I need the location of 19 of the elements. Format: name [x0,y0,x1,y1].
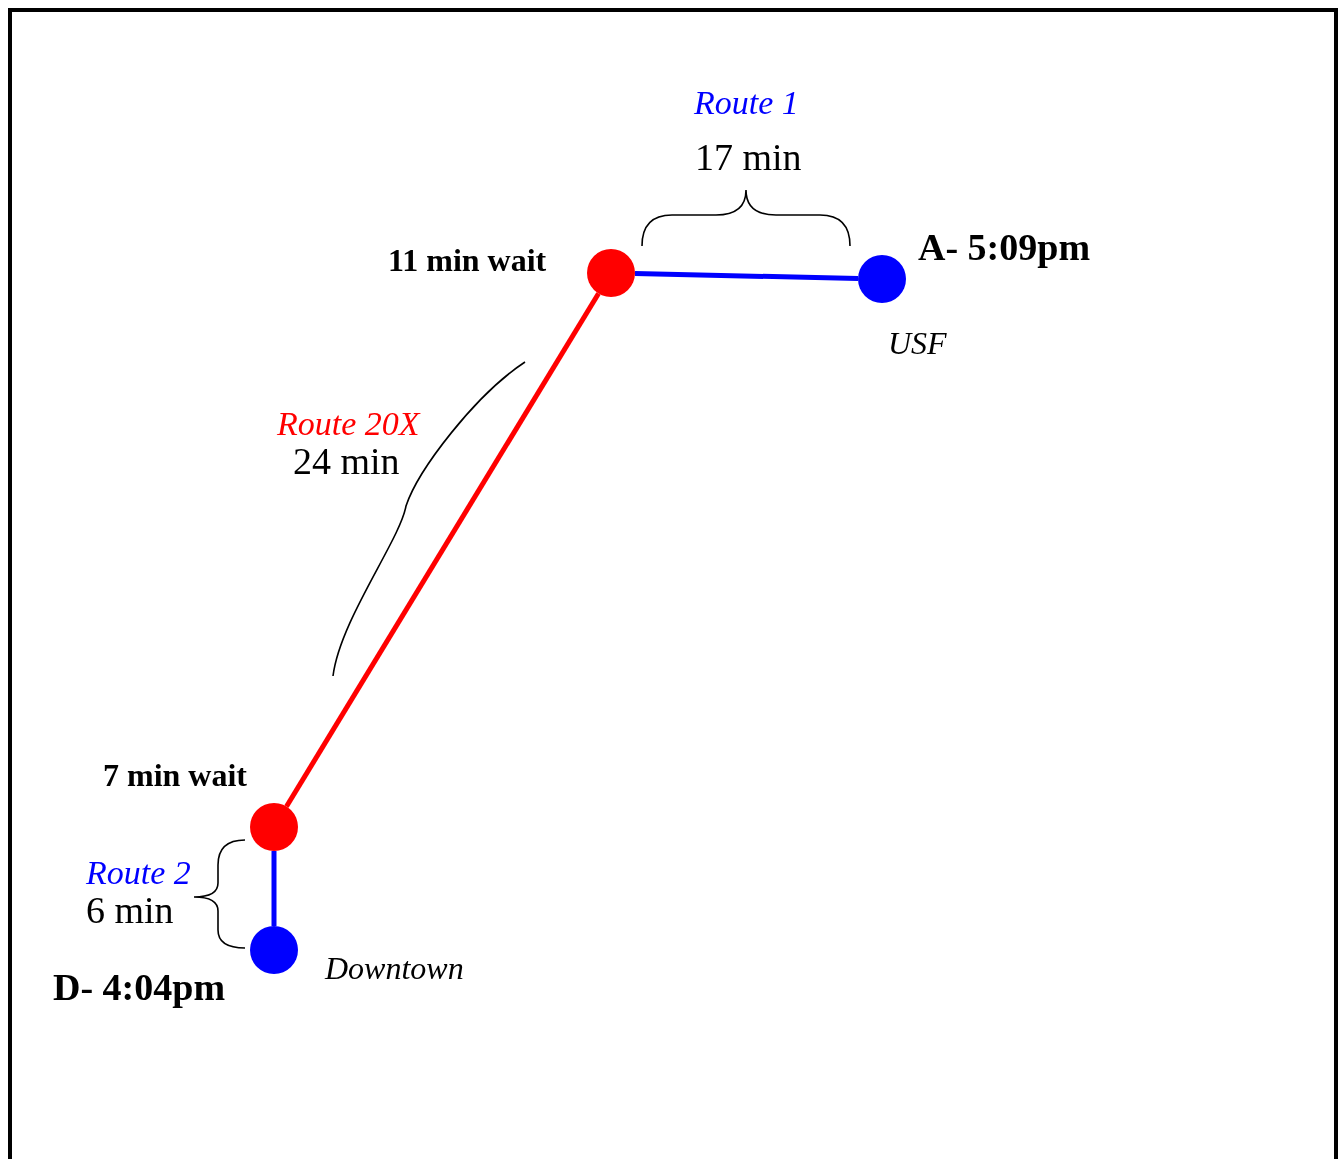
travel-time: 24 min [293,442,400,480]
route-name: Route 1 [694,86,799,120]
travel-time: 17 min [695,138,802,176]
stop-name: Downtown [325,952,464,984]
route-line [634,271,859,281]
stop-marker [250,926,298,974]
wait-time: 11 min wait [388,244,547,276]
route-name: Route 20X [277,407,420,441]
stop-name: USF [888,327,947,359]
wait-time: 7 min wait [103,759,247,791]
stop-marker [587,249,635,297]
stop-marker [250,803,298,851]
route-line [271,851,277,926]
stop-marker [858,255,906,303]
stop-time: D- 4:04pm [53,968,226,1006]
route-name: Route 2 [86,856,191,890]
stop-time: A- 5:09pm [918,228,1091,266]
travel-time: 6 min [86,891,174,929]
route-line [284,292,601,808]
